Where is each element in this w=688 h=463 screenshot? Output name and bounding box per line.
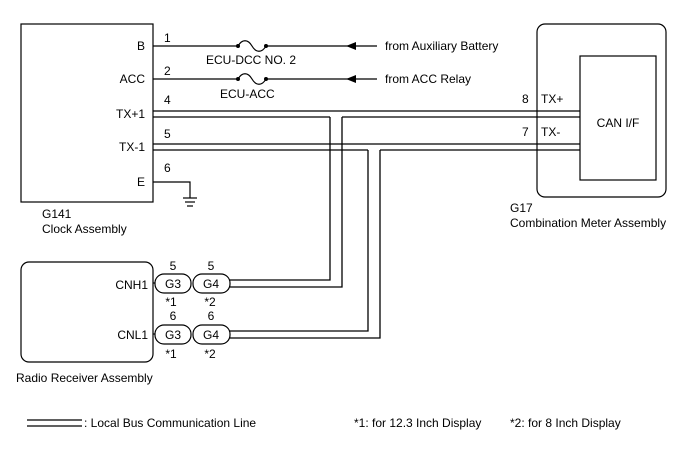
meter-pin-tx-minus: TX- [541, 125, 560, 139]
legend-bus-label: : Local Bus Communication Line [84, 416, 256, 430]
source-label-1: from Auxiliary Battery [385, 39, 498, 53]
fuse-label-1: ECU-DCC NO. 2 [206, 53, 296, 67]
fuse-symbol-2 [237, 73, 267, 85]
meter-name: Combination Meter Assembly [510, 216, 666, 230]
wire-num-5: 5 [164, 127, 171, 141]
connector-g4-pin-cnl1: 6 [208, 309, 215, 323]
bus-line-tx-minus [153, 143, 580, 339]
legend-bus-symbol [27, 419, 82, 427]
wire-num-6: 6 [164, 161, 171, 175]
radio-receiver-box [20, 261, 154, 363]
legend-note2: *2: for 8 Inch Display [510, 416, 621, 430]
meter-code: G17 [510, 201, 533, 215]
connector-g3-label-cnl1: G3 [165, 328, 181, 342]
connector-note2-cnl1: *2 [204, 347, 216, 361]
wire-num-2: 2 [164, 64, 171, 78]
connector-g3-pin-cnl1: 6 [170, 309, 177, 323]
connector-note1-cnl1: *1 [165, 347, 177, 361]
clock-pin-b: B [137, 39, 145, 53]
clock-pin-tx-plus1: TX+1 [116, 107, 145, 121]
connector-g4-label-cnl1: G4 [203, 328, 219, 342]
arrow-icon [346, 42, 356, 50]
connector-g3-cnh1 [154, 273, 192, 294]
wire-num-4: 4 [164, 93, 171, 107]
connector-g4-label-cnh1: G4 [203, 277, 219, 291]
legend-note1: *1: for 12.3 Inch Display [354, 416, 481, 430]
meter-assembly-box [536, 23, 667, 198]
meter-pin-tx-plus: TX+ [541, 92, 563, 106]
arrow-icon [346, 75, 356, 83]
connector-g4-cnh1 [192, 273, 231, 294]
connector-g4-cnl1 [192, 324, 231, 345]
fuse-symbol-1 [237, 40, 267, 52]
fuse-label-2: ECU-ACC [220, 87, 275, 101]
bus-line-tx-plus [153, 110, 580, 288]
clock-pin-e: E [137, 175, 145, 189]
can-if-label: CAN I/F [597, 116, 640, 130]
connector-g3-pin-cnh1: 5 [170, 259, 177, 273]
can-if-box [579, 55, 657, 181]
radio-name: Radio Receiver Assembly [16, 371, 153, 385]
clock-assembly-box [20, 23, 154, 203]
connector-note2-cnh1: *2 [204, 295, 216, 309]
clock-code: G141 [42, 207, 72, 221]
meter-wire-num-8: 8 [522, 92, 529, 106]
connector-g4-pin-cnh1: 5 [208, 259, 215, 273]
power-wire-b [153, 40, 377, 52]
connector-note1-cnh1: *1 [165, 295, 177, 309]
source-label-2: from ACC Relay [385, 72, 471, 86]
ground-wire [153, 181, 197, 207]
radio-pin-cnh1: CNH1 [115, 278, 148, 292]
clock-pin-acc: ACC [120, 72, 146, 86]
clock-pin-tx-minus1: TX-1 [119, 140, 145, 154]
wire-num-1: 1 [164, 31, 171, 45]
connector-g3-label-cnh1: G3 [165, 277, 181, 291]
meter-wire-num-7: 7 [522, 125, 529, 139]
clock-name: Clock Assembly [42, 222, 127, 236]
power-wire-acc [153, 73, 377, 85]
ground-icon [183, 197, 197, 207]
radio-pin-cnl1: CNL1 [117, 328, 148, 342]
connector-g3-cnl1 [154, 324, 192, 345]
